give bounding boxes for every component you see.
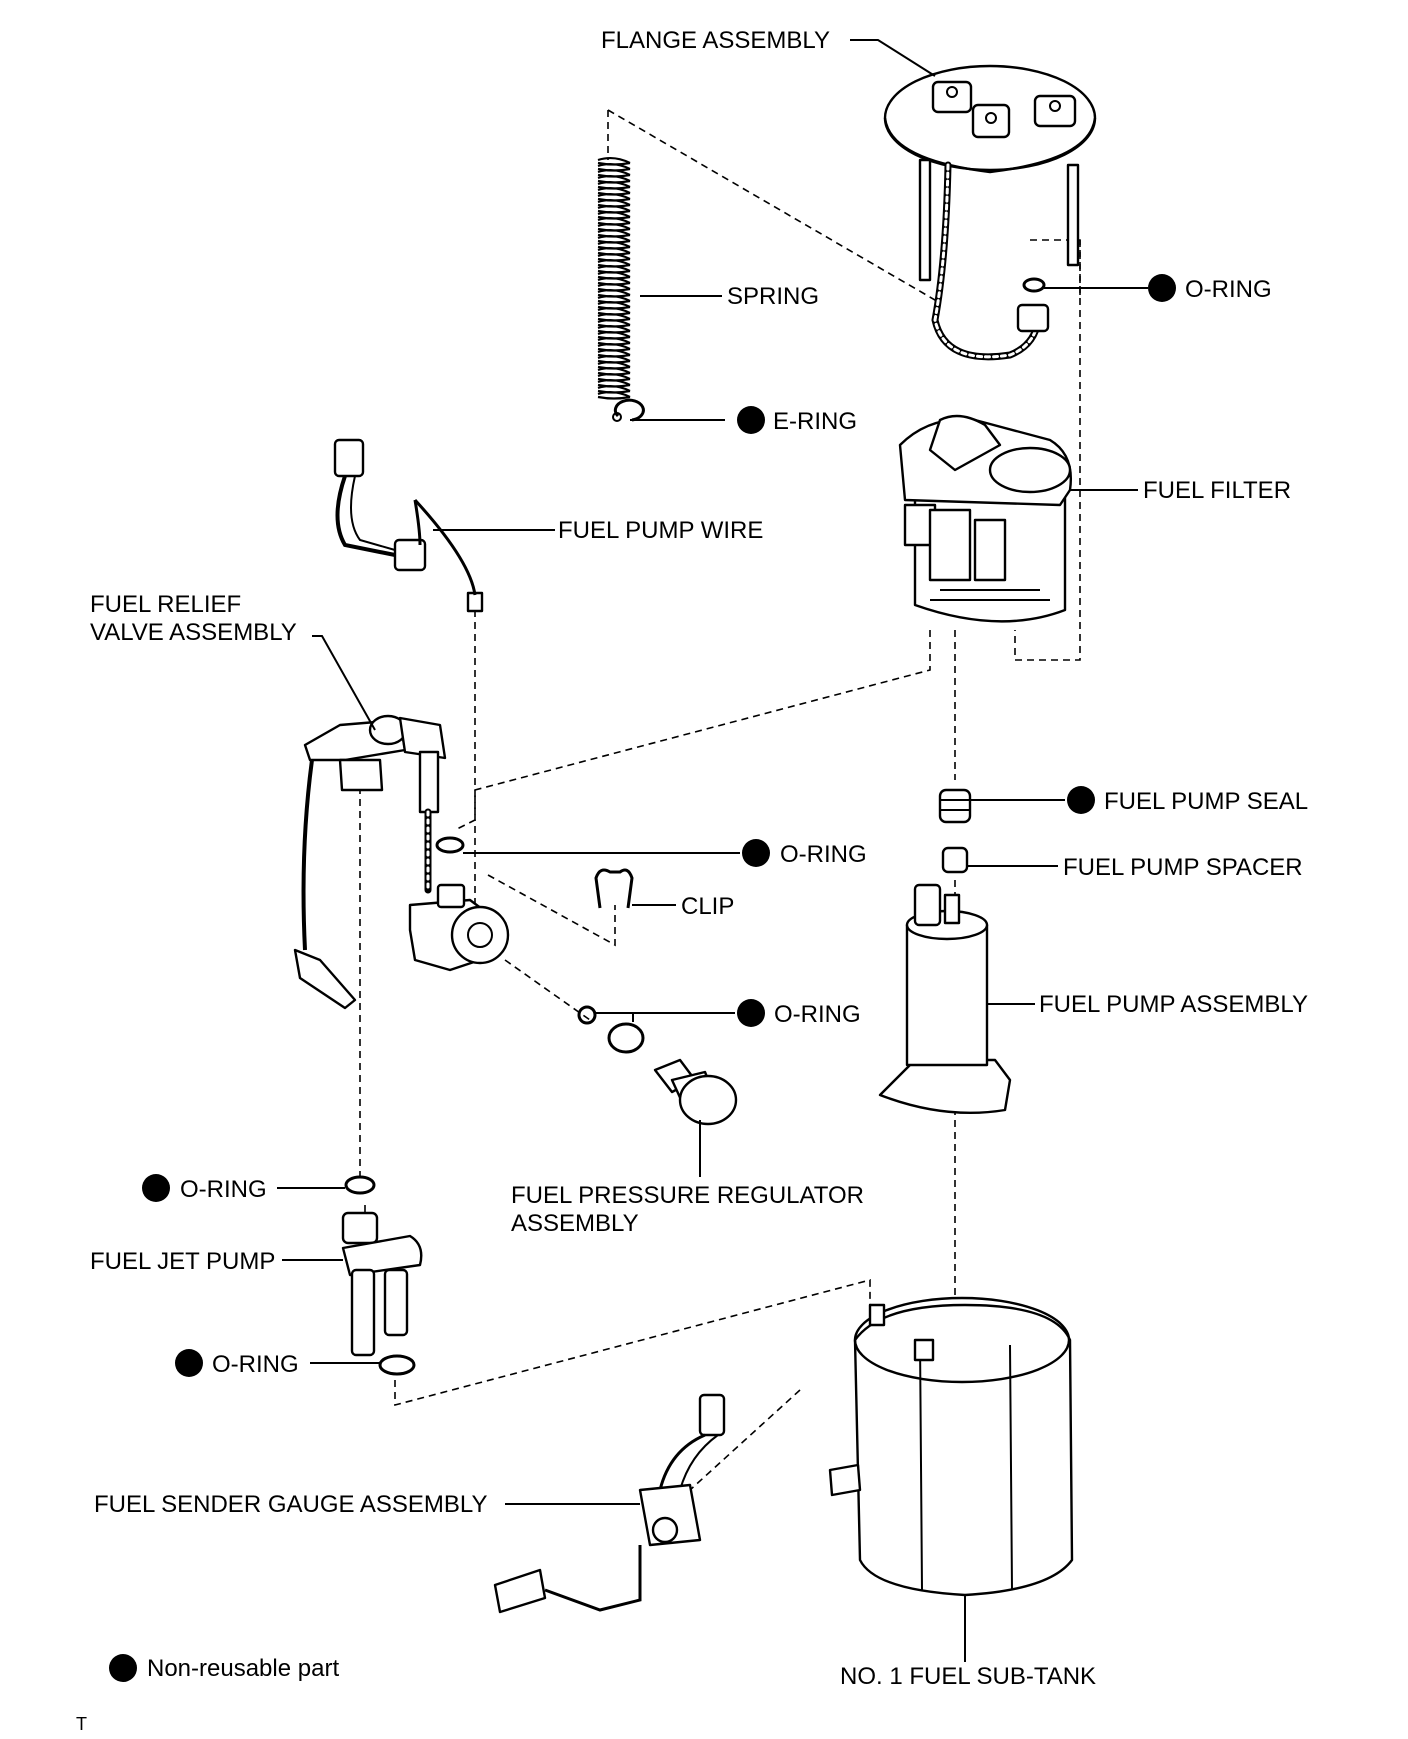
- fuel-relief-valve-assembly: [293, 714, 510, 1010]
- fuel-pump-spacer: [941, 846, 969, 874]
- label-flange-assembly: FLANGE ASSEMBLY: [601, 27, 830, 54]
- label-spring: SPRING: [727, 283, 819, 310]
- jet-pump-o-ring-bottom: [378, 1354, 416, 1376]
- label-fuel-filter: FUEL FILTER: [1143, 477, 1291, 504]
- fuel-sender-gauge-assembly: [493, 1393, 726, 1614]
- leader-lines: [277, 39, 1148, 1662]
- label-fuel-pressure-regulator-1: FUEL PRESSURE REGULATOR: [511, 1182, 864, 1209]
- label-fuel-jet-pump: FUEL JET PUMP: [90, 1248, 275, 1275]
- fuel-jet-pump: [341, 1211, 423, 1357]
- label-fuel-relief-valve-1: FUEL RELIEF: [90, 591, 241, 618]
- label-o-ring-flange: O-RING: [1185, 276, 1272, 303]
- no1-fuel-sub-tank: [828, 1296, 1074, 1597]
- regulator-o-ring-large: [607, 1022, 645, 1054]
- label-o-ring-jet-bottom: O-RING: [212, 1351, 299, 1378]
- label-fuel-relief-valve-2: VALVE ASSEMBLY: [90, 619, 297, 646]
- label-fuel-pump-spacer: FUEL PUMP SPACER: [1063, 854, 1303, 881]
- legend-non-reusable: Non-reusable part: [147, 1655, 339, 1682]
- label-o-ring-relief: O-RING: [780, 841, 867, 868]
- fuel-pump-wire: [333, 438, 484, 613]
- fuel-pressure-regulator: [653, 1058, 738, 1126]
- label-o-ring-regulator: O-RING: [774, 1001, 861, 1028]
- label-no1-fuel-sub-tank: NO. 1 FUEL SUB-TANK: [840, 1663, 1096, 1690]
- fuel-pump-assembly: [878, 883, 1012, 1115]
- footer-mark: T: [76, 1714, 87, 1734]
- jet-pump-o-ring-top: [344, 1175, 376, 1195]
- label-e-ring: E-RING: [773, 408, 857, 435]
- fuel-pump-seal: [938, 788, 972, 824]
- label-fuel-sender-gauge: FUEL SENDER GAUGE ASSEMBLY: [94, 1491, 487, 1518]
- flange-assembly: [883, 64, 1097, 361]
- label-fuel-pump-seal: FUEL PUMP SEAL: [1104, 788, 1308, 815]
- label-clip: CLIP: [681, 893, 734, 920]
- flange-o-ring: [1022, 277, 1046, 293]
- regulator-o-ring-small: [577, 1005, 597, 1025]
- clip: [594, 868, 634, 909]
- label-fuel-pressure-regulator-2: ASSEMBLY: [511, 1210, 639, 1237]
- label-o-ring-jet-top: O-RING: [180, 1176, 267, 1203]
- label-fuel-pump-assembly: FUEL PUMP ASSEMBLY: [1039, 991, 1308, 1018]
- e-ring: [612, 398, 645, 422]
- non-reusable-markers: [109, 274, 1176, 1682]
- fuel-filter: [898, 414, 1072, 623]
- relief-o-ring: [435, 836, 465, 854]
- spring: [597, 156, 631, 400]
- label-fuel-pump-wire: FUEL PUMP WIRE: [558, 517, 763, 544]
